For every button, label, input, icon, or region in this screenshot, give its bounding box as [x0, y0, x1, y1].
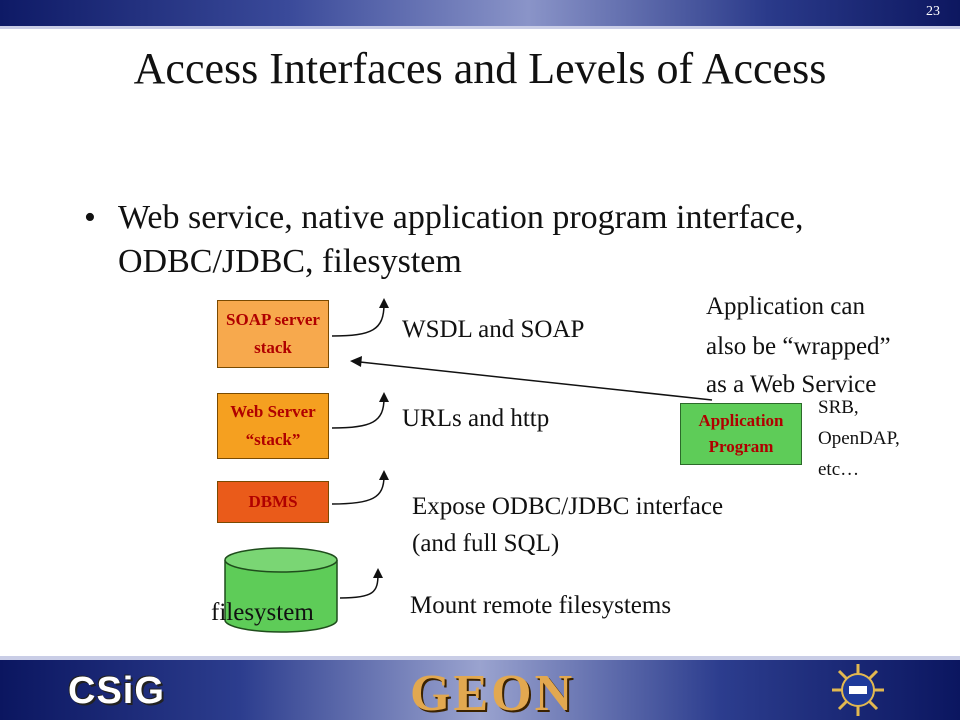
odbc-label-line-2: (and full SQL): [412, 530, 560, 557]
app-note-line-2: also be “wrapped”: [706, 333, 891, 360]
slide-number: 23: [926, 4, 940, 19]
bullet-marker: •: [84, 199, 96, 236]
dbms-box-label: DBMS: [248, 492, 298, 511]
filesystem-cylinder: [224, 547, 338, 633]
header-bar: 23: [0, 0, 960, 26]
web-server-box: Web Server “stack”: [217, 393, 329, 459]
arrow-web: [331, 397, 385, 429]
geon-logo: GEON: [410, 665, 576, 722]
arrow-app-to-soap: [359, 361, 713, 401]
bullet-text: Web service, native application program …: [118, 199, 804, 280]
app-note-line-3: as a Web Service: [706, 371, 877, 398]
application-program-box: Application Program: [680, 403, 802, 465]
srb-line-3: etc…: [818, 459, 860, 480]
arrow-dbms-head: [379, 470, 389, 480]
footer-bar: [0, 660, 960, 720]
app-box-line-2: Program: [708, 437, 774, 456]
urls-http-label: URLs and http: [402, 405, 550, 432]
arrow-soap-head: [379, 298, 389, 308]
arrow-filesystem-head: [373, 568, 383, 578]
web-box-line-2: “stack”: [245, 430, 301, 449]
app-note-line-1: Application can: [706, 293, 865, 320]
header-stripe: [0, 26, 960, 29]
odbc-label-line-1: Expose ODBC/JDBC interface: [412, 493, 724, 520]
web-box-line-1: Web Server: [230, 402, 316, 421]
filesystem-label: filesystem: [211, 599, 314, 626]
srb-line-2: OpenDAP,: [818, 428, 900, 449]
arrow-filesystem: [339, 573, 379, 599]
arrow-web-head: [379, 392, 389, 402]
soap-box-line-1: SOAP server: [226, 310, 320, 329]
mount-label: Mount remote filesystems: [410, 592, 672, 619]
arrow-app-to-soap-head: [350, 356, 362, 367]
soap-box-line-2: stack: [254, 338, 292, 357]
csig-logo: CSiG: [68, 670, 165, 712]
footer-stripe: [0, 656, 960, 660]
app-box-line-1: Application: [698, 411, 784, 430]
dbms-box: DBMS: [217, 481, 329, 523]
wsdl-soap-label: WSDL and SOAP: [402, 316, 585, 343]
slide-title: Access Interfaces and Levels of Access: [133, 44, 827, 93]
arrow-dbms: [331, 475, 385, 505]
soap-server-box: SOAP server stack: [217, 300, 329, 368]
srb-line-1: SRB,: [818, 397, 859, 418]
arrow-soap: [331, 303, 385, 337]
